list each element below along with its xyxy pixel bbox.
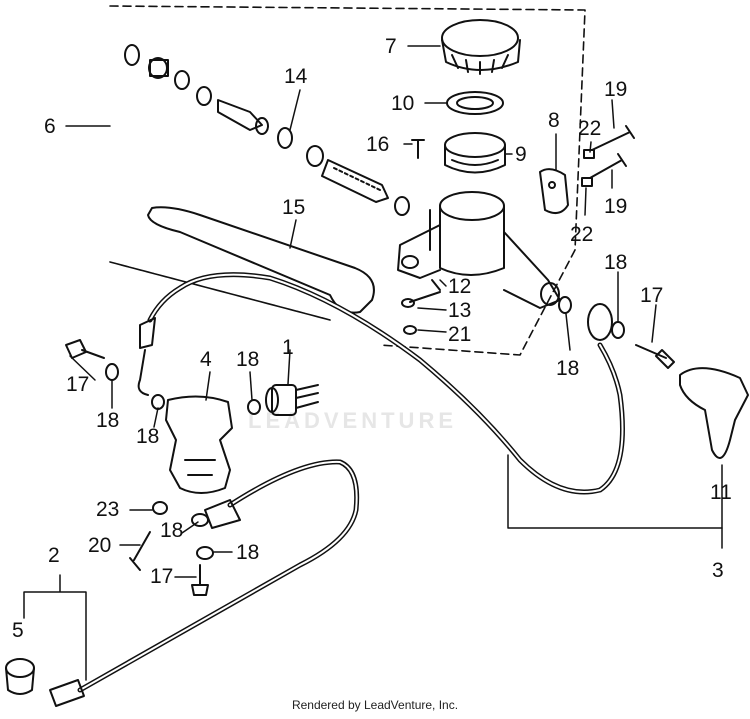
callout-22b: 22	[570, 223, 594, 246]
clutch-switch	[265, 384, 319, 416]
hose-lower	[77, 459, 360, 693]
screw-16	[411, 139, 425, 159]
callout-17c: 17	[150, 565, 174, 588]
callout-16: 16	[366, 133, 390, 156]
nut-21	[403, 325, 417, 335]
assembly-outline	[109, 5, 586, 356]
watermark: LEADVENTURE	[248, 408, 458, 433]
nut-22b	[581, 177, 593, 187]
callout-9: 9	[515, 143, 527, 166]
bolt-17-right	[635, 344, 675, 369]
callout-19b: 19	[604, 195, 628, 218]
callout-21: 21	[448, 323, 472, 346]
rubber-boot	[679, 367, 749, 459]
hose-upper	[147, 272, 625, 495]
callout-14: 14	[284, 65, 308, 88]
callout-19a: 19	[604, 78, 628, 101]
bolt-17-left	[65, 339, 105, 359]
exploded-parts-group	[124, 44, 410, 216]
diaphragm-plate	[446, 91, 504, 115]
pivot-bolt	[409, 279, 441, 303]
callout-12: 12	[448, 275, 472, 298]
callout-20: 20	[88, 534, 112, 557]
callout-3: 3	[712, 559, 724, 582]
bolt-19b	[589, 153, 627, 179]
footer-credit: Rendered by LeadVenture, Inc.	[291, 698, 459, 712]
washer-18g	[196, 546, 214, 560]
callout-18d: 18	[96, 409, 120, 432]
callout-17b: 17	[66, 373, 90, 396]
callout-1: 1	[282, 336, 294, 359]
nut-23	[152, 501, 168, 515]
washer-18b	[611, 321, 625, 339]
screw-20	[129, 531, 151, 571]
callout-18e: 18	[136, 425, 160, 448]
callout-2: 2	[48, 544, 60, 567]
washer-18e	[247, 399, 261, 415]
washer-18c	[105, 363, 119, 381]
callout-18b: 18	[556, 357, 580, 380]
washer-18a	[558, 296, 572, 314]
reservoir-cap	[441, 19, 521, 75]
callout-5: 5	[12, 619, 24, 642]
callout-11: 11	[710, 481, 732, 504]
callout-17a: 17	[640, 284, 664, 307]
callout-23: 23	[96, 498, 120, 521]
callout-15: 15	[282, 196, 306, 219]
bolt-17-lower	[191, 564, 209, 596]
callout-18a: 18	[604, 251, 628, 274]
callout-13: 13	[448, 299, 472, 322]
cap-5	[5, 658, 35, 695]
leader-lines	[23, 45, 723, 681]
callout-8: 8	[548, 109, 560, 132]
bracket-8	[539, 168, 569, 215]
diaphragm	[444, 132, 506, 174]
callout-10: 10	[391, 92, 415, 115]
callout-22a: 22	[578, 117, 602, 140]
washer-18f	[191, 513, 209, 527]
callout-4: 4	[200, 348, 212, 371]
callout-18f: 18	[160, 519, 184, 542]
callout-18c: 18	[236, 348, 260, 371]
nut-22a	[583, 149, 595, 159]
slave-housing	[165, 395, 233, 494]
clutch-lever	[147, 206, 375, 314]
callout-7: 7	[385, 35, 397, 58]
washer-18d	[151, 394, 165, 410]
callout-6: 6	[44, 115, 56, 138]
bolt-19a	[591, 125, 635, 151]
callout-18g: 18	[236, 541, 260, 564]
master-cylinder-body	[397, 191, 561, 309]
